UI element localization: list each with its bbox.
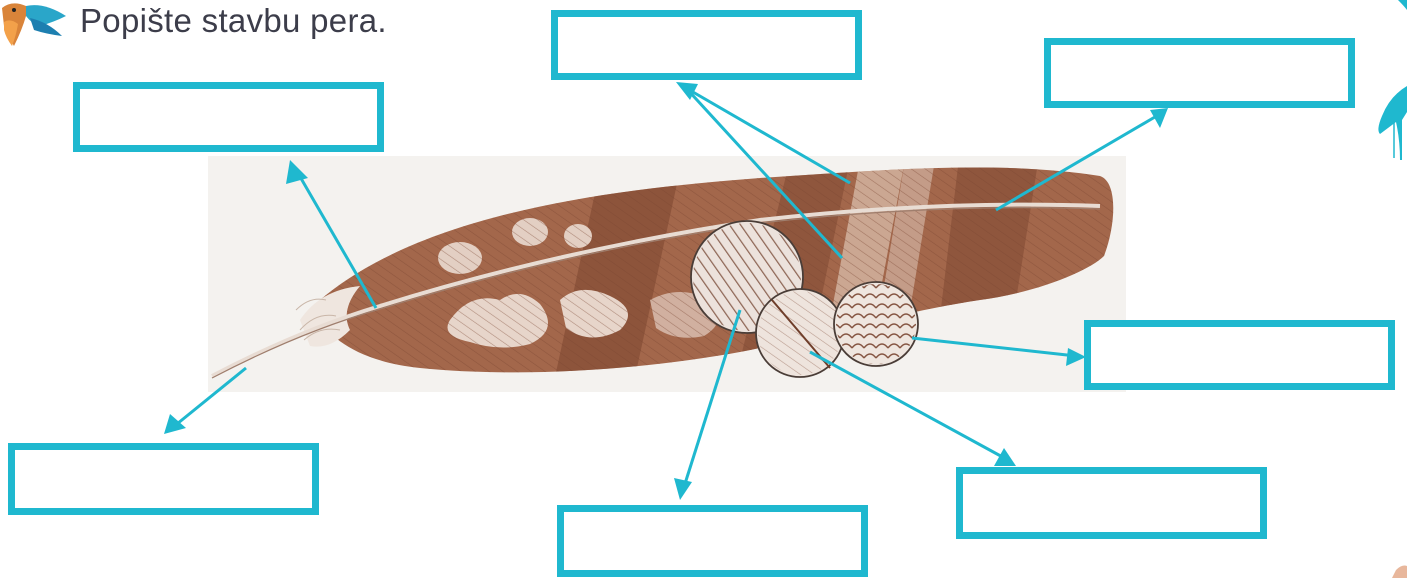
answer-box-top-right[interactable] (1044, 38, 1355, 108)
answer-box-right[interactable] (1084, 320, 1395, 390)
answer-box-bottom-center[interactable] (557, 505, 868, 577)
answer-box-lower-left[interactable] (8, 443, 319, 515)
answer-box-top-center[interactable] (551, 10, 862, 80)
magnified-hooklets-circle (834, 282, 918, 366)
answer-box-bottom-right[interactable] (956, 467, 1267, 539)
answer-box-upper-left[interactable] (73, 82, 384, 152)
